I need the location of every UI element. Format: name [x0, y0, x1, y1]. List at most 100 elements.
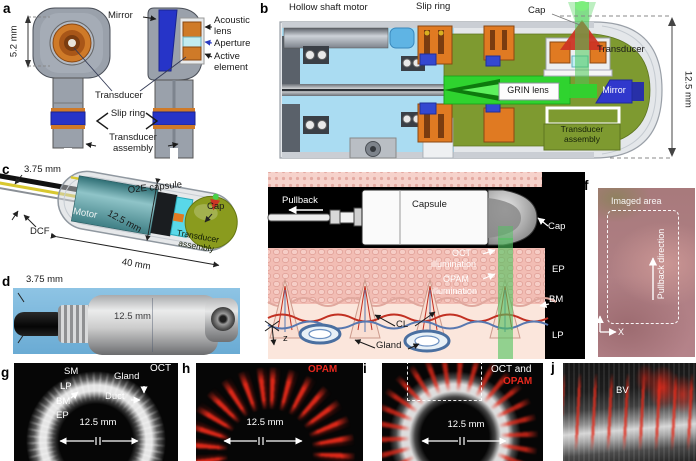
panel-g-image [14, 363, 178, 461]
panel-a-drawing [25, 7, 213, 159]
panel-f-letter: f [584, 178, 589, 193]
panel-i-arrows [421, 437, 507, 445]
xy-axis [596, 315, 617, 336]
label-cap-e: Cap [548, 221, 566, 232]
label-dim-3-75-c: 3.75 mm [24, 164, 61, 175]
label-dim-12-5-d: 12.5 mm [114, 311, 151, 322]
label-transducer-a: Transducer [95, 90, 143, 101]
label-slip-ring-b: Slip ring [416, 1, 451, 12]
capsule-cable-photo [14, 312, 66, 336]
label-dim-g: 12.5 mm [79, 417, 117, 428]
blood-vessel-blobs [563, 363, 696, 461]
capsule-schematic [267, 189, 538, 246]
label-transducer-b: Transducer [597, 44, 645, 55]
illumination-beam [498, 238, 513, 359]
panel-d-arrows [17, 292, 25, 344]
label-oct-illumination-2: illumination [431, 259, 477, 269]
label-ep-g: EP [56, 410, 69, 421]
label-oct-modality: OCT [150, 363, 172, 374]
front-view [25, 7, 111, 159]
label-transducer-assembly-b: Transducer assembly [560, 124, 604, 144]
side-view [147, 7, 205, 159]
lower-transducer-assembly [543, 106, 621, 151]
oct-opam-red-overlay [382, 363, 541, 461]
upper-transducer [543, 1, 613, 84]
label-y-axis: Y [592, 303, 599, 313]
panel-i-image [382, 363, 543, 461]
bottom-mount [349, 137, 397, 159]
mirror-b [595, 79, 644, 104]
label-sm: SM [64, 366, 79, 377]
label-capsule: Capsule [412, 199, 447, 210]
panel-h-image [196, 363, 363, 461]
capsule-seam [152, 298, 153, 352]
slip-rings [417, 25, 515, 143]
label-cap-b: Cap [528, 5, 546, 16]
panel-h-letter: h [182, 361, 191, 376]
label-gland-e: Gland [376, 340, 402, 351]
label-lp-e: LP [552, 330, 564, 341]
label-dim-i: 12.5 mm [447, 419, 485, 430]
panel-c-drawing [0, 170, 238, 268]
z-axis [264, 320, 280, 346]
panel-c-letter: c [2, 162, 10, 177]
label-hollow-shaft-motor: Hollow shaft motor [289, 2, 368, 13]
panel-f-arrows [596, 257, 658, 336]
panel-g-arrows [59, 386, 148, 445]
label-dim-12-5mm-b: 12.5 mm [682, 70, 694, 108]
label-oct-illumination-1: OCT [452, 248, 471, 258]
label-ep-e: EP [552, 264, 565, 275]
label-slip-ring-a: Slip ring [110, 108, 146, 119]
panel-b-drawing [279, 1, 676, 159]
label-pullback: Pullback [282, 195, 318, 206]
label-oct-and: OCT and [491, 364, 532, 375]
label-opam-i: OPAM [503, 376, 533, 387]
label-cl: CL [396, 319, 409, 330]
label-dim-3-75-d: 3.75 mm [26, 274, 63, 285]
panel-c-arrows [11, 174, 213, 228]
hollow-shaft-motor [282, 27, 456, 96]
panel-a-letter: a [3, 1, 11, 16]
label-lp-g: LP [60, 381, 72, 392]
label-gland-g: Gland [114, 371, 140, 382]
panel-j-image [563, 363, 696, 461]
label-opam-illumination-1: OPAM [443, 274, 469, 284]
label-transducer-assembly-a: Transducer assembly [109, 132, 157, 154]
label-opam-illumination-2: illumination [432, 286, 478, 296]
panel-e-letter: e [250, 182, 258, 197]
label-cap-c: Cap [207, 201, 225, 212]
capsule-window-hole [211, 307, 235, 331]
panel-h-arrows [223, 437, 303, 445]
label-mirror-b: Mirror [602, 85, 626, 95]
label-pullback-direction: Pullback direction [656, 228, 666, 300]
label-bm-g: BM [56, 396, 71, 407]
upper-tissue-strip [268, 172, 542, 187]
label-mirror: Mirror [108, 10, 133, 21]
panel-e-arrows [264, 205, 550, 350]
dimension-12-5 [551, 13, 676, 159]
panel-j-letter: j [551, 360, 555, 375]
label-z-axis: z [283, 333, 288, 344]
imaged-area-outline [607, 210, 679, 324]
label-bm-e: BM [549, 294, 564, 305]
panel-d-letter: d [2, 274, 11, 289]
glands [298, 323, 451, 353]
label-acoustic-lens: Acoustic lens [214, 15, 250, 37]
capsule-3d [0, 170, 238, 268]
grin-lens-path [443, 75, 597, 105]
label-duct: Duct [105, 391, 125, 402]
label-bv: BV [616, 385, 629, 396]
panel-a-arrows [73, 15, 213, 149]
label-dim-5-2mm: 5.2 mm [8, 25, 20, 58]
capsule-body-photo [88, 295, 218, 355]
label-dcf: DCF [30, 226, 50, 237]
panel-g-letter: g [1, 365, 10, 380]
label-aperture: Aperture [214, 38, 251, 49]
label-dim-h: 12.5 mm [246, 417, 284, 428]
panel-b-letter: b [260, 1, 269, 16]
panel-i-letter: i [363, 361, 367, 376]
label-x-axis: X [618, 327, 625, 337]
label-imaged-area: Imaged area [611, 196, 662, 206]
zoom-region-outline [407, 363, 482, 401]
